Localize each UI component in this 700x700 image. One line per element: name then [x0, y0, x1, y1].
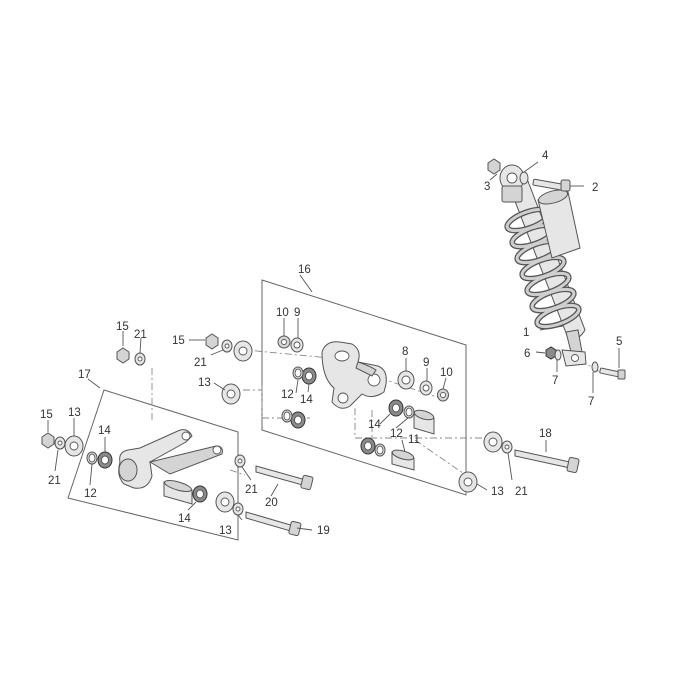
bushing-8	[397, 370, 415, 390]
callout-13-upper: 13	[198, 377, 211, 389]
callout-10-left: 10	[276, 307, 289, 319]
washer-9-left	[290, 337, 304, 353]
seal-ring-12-right-upper	[403, 405, 415, 419]
bolt-20	[255, 465, 314, 491]
callout-13-left: 13	[68, 407, 81, 419]
seal-ring-12-lower	[281, 409, 293, 423]
callout-1: 1	[523, 327, 529, 339]
bearing-14-link-lower	[192, 485, 208, 503]
callout-12-link: 12	[84, 488, 97, 500]
callout-15-upper: 15	[172, 335, 185, 347]
spacer-13-bottom	[215, 491, 235, 513]
washer-21-left	[54, 436, 66, 450]
needle-bearing-14-upper	[301, 367, 317, 385]
washer-21-link	[134, 352, 146, 366]
spacer-13-upper	[233, 340, 253, 362]
callout-12-rocker-left: 12	[281, 389, 294, 401]
washer-21-upper	[221, 339, 233, 353]
washer-21-bolt19	[232, 502, 244, 516]
nut-15-left	[41, 432, 55, 449]
callout-14-rocker-left: 14	[300, 394, 313, 406]
leader-lines	[47, 161, 620, 531]
bushing-10-left	[277, 335, 291, 349]
callout-21-link: 21	[134, 329, 147, 341]
callout-15-left: 15	[40, 409, 53, 421]
callout-21-left: 21	[48, 475, 61, 487]
washer-21-right	[501, 440, 513, 454]
callout-13-right: 13	[491, 486, 504, 498]
bolt-19	[245, 511, 302, 537]
spacer-sleeve-11-upper	[413, 409, 435, 435]
needle-bearing-14-lower	[290, 411, 306, 429]
spacer-13-right-upper	[483, 431, 503, 453]
callout-5: 5	[616, 336, 622, 348]
callout-6: 6	[524, 348, 530, 360]
callout-4: 4	[542, 150, 549, 162]
group-frame-17	[67, 389, 239, 541]
lower-mount-washer-left	[554, 349, 562, 361]
spacer-link-lower	[163, 480, 193, 505]
bushing-10-right	[437, 388, 449, 402]
callout-13-bottom: 13	[219, 525, 232, 537]
spacer-13-left	[64, 435, 84, 457]
bolt-18	[514, 449, 580, 474]
callout-17: 17	[78, 369, 91, 381]
callout-9-left: 9	[294, 307, 300, 319]
callout-8: 8	[402, 346, 408, 358]
callout-labels: 1 2 3 4 5 6 7 7 8 9 9 10 10 11 12 12 12 …	[40, 150, 622, 537]
callout-2: 2	[592, 182, 598, 194]
washer-9-right	[419, 380, 433, 396]
lower-mount-nut	[545, 346, 557, 360]
top-mount-nut	[487, 158, 501, 175]
callout-14-link-lower: 14	[178, 513, 191, 525]
callout-10-right: 10	[440, 367, 453, 379]
callout-14-rocker-right: 14	[368, 419, 381, 431]
bearing-14-link-upper	[97, 451, 113, 469]
washer-21-bolt20	[234, 454, 246, 468]
callout-16: 16	[298, 264, 311, 276]
top-mount-washer	[519, 171, 529, 185]
lower-mount-washer-right	[591, 361, 599, 373]
rocker-lever	[321, 341, 387, 409]
callout-20: 20	[265, 497, 278, 509]
seal-ring-12-right-lower	[374, 443, 386, 457]
suspension-link	[118, 429, 223, 489]
callout-14-link-upper: 14	[98, 425, 111, 437]
callout-3: 3	[484, 181, 490, 193]
group-frame-16	[261, 279, 467, 496]
shock-absorber	[499, 164, 587, 367]
callout-7-left: 7	[552, 375, 558, 387]
spacer-sleeve-11-lower	[391, 449, 415, 471]
spacer-13-mid	[221, 383, 241, 405]
callout-19: 19	[317, 525, 330, 537]
callout-21-right: 21	[515, 486, 528, 498]
callout-21-bolt20: 21	[245, 484, 258, 496]
nut-15-upper	[205, 333, 219, 350]
needle-bearing-14-right-lower	[360, 437, 376, 455]
callout-18: 18	[539, 428, 552, 440]
top-mount-bolt	[532, 178, 571, 192]
needle-bearing-14-right-upper	[388, 399, 404, 417]
lower-mount-bolt	[599, 367, 626, 380]
callout-9-right: 9	[423, 357, 429, 369]
callout-12-rocker-right: 12	[390, 428, 403, 440]
callout-11: 11	[408, 434, 420, 446]
callout-21-upper: 21	[194, 357, 207, 369]
callout-7-right: 7	[588, 396, 594, 408]
seal-ring-12-upper	[292, 366, 304, 380]
nut-15-link	[116, 347, 130, 364]
callout-15-link: 15	[116, 321, 129, 333]
seal-ring-12-link	[86, 451, 98, 465]
spacer-13-right-lower	[458, 471, 478, 493]
